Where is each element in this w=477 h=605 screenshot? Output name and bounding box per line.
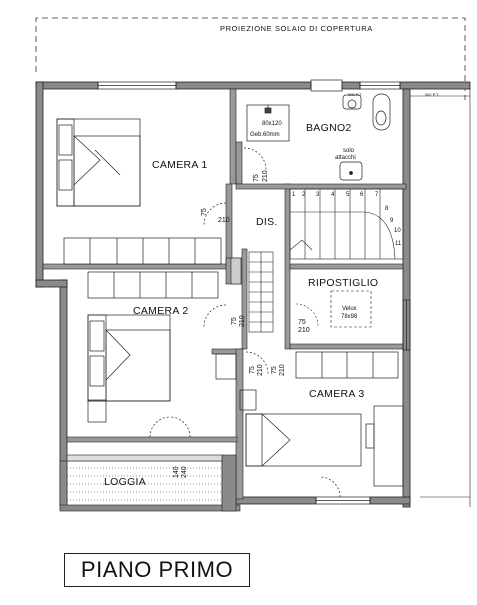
door-dim-2h: 210 [262, 170, 269, 182]
projection-label: PROIEZIONE SOLAIO DI COPERTURA [220, 24, 373, 33]
bottom-window [315, 496, 371, 505]
svg-text:4: 4 [331, 192, 335, 198]
door-dim-4: 75 [231, 317, 238, 325]
wc-1 [342, 94, 362, 110]
velux-window [330, 290, 372, 328]
camera1-wardrobe [63, 237, 222, 265]
svg-text:9: 9 [390, 218, 394, 224]
shower-size: 80x120 [262, 121, 282, 127]
solo-attacchi-2: attacchi [335, 155, 356, 161]
door-dim-6h: 210 [279, 364, 286, 376]
stair-step-numbers: 1 2 3 4 5 6 7 8 9 10 11 [292, 192, 402, 247]
svg-text:10: 10 [394, 228, 401, 234]
svg-text:5: 5 [346, 192, 350, 198]
bagno2-fixtures [243, 93, 391, 181]
staircase-lower [230, 251, 274, 333]
camera1-furniture [56, 118, 227, 265]
plan-title: PIANO PRIMO [80, 557, 234, 582]
room-label-camera1: CAMERA 1 [152, 159, 208, 171]
roof-projection-line [35, 17, 466, 100]
right-exterior-strip [410, 88, 471, 507]
svg-text:11: 11 [395, 241, 402, 247]
room-label-camera2: CAMERA 2 [133, 305, 189, 317]
solo-attacchi-1: solo [343, 148, 355, 154]
washbasin [339, 161, 363, 181]
camera2-furniture [87, 271, 227, 438]
interior-walls [42, 88, 407, 500]
svg-text:2: 2 [302, 192, 306, 198]
wc-label-left: WC P.T. [348, 92, 362, 97]
svg-text:8: 8 [385, 206, 389, 212]
svg-text:1: 1 [292, 192, 296, 198]
door-dim-5: 75 [249, 366, 256, 374]
door-dim-1h: 210 [218, 217, 230, 224]
room-label-loggia: LOGGIA [104, 476, 146, 488]
door-dim-3: 75 [298, 319, 306, 326]
camera1-bed [56, 118, 141, 207]
loggia-area [59, 454, 241, 512]
right-window [402, 299, 411, 351]
ripostiglio-details [295, 290, 372, 328]
velux-label: Velux [342, 306, 357, 312]
door-dim-4h: 210 [239, 315, 246, 327]
plan-title-box: PIANO PRIMO [64, 553, 250, 587]
velux-size: 78x98 [341, 314, 358, 320]
door-dim-1: 75 [201, 208, 208, 216]
door-dim-5h: 210 [257, 364, 264, 376]
wc-2 [372, 93, 391, 131]
door-dim-2: 75 [253, 174, 260, 182]
loggia-door-w: 140 [173, 466, 180, 478]
shower-spec: Geb.60mm [250, 132, 280, 138]
door-dim-3h: 210 [298, 327, 310, 334]
svg-text:6: 6 [360, 192, 364, 198]
room-label-ripostiglio: RIPOSTIGLIO [308, 277, 378, 289]
loggia-door-h: 240 [181, 466, 188, 478]
staircase-upper [289, 188, 404, 260]
camera2-bed [87, 314, 171, 402]
camera3-bed [245, 413, 362, 467]
camera3-furniture [215, 351, 404, 498]
svg-text:7: 7 [375, 192, 379, 198]
svg-text:3: 3 [316, 192, 320, 198]
room-label-camera3: CAMERA 3 [309, 388, 365, 400]
top-windows [97, 79, 401, 92]
room-label-dis: DIS. [256, 216, 278, 228]
wc-label-right: WC P.T. [425, 92, 439, 97]
door-dim-6: 75 [271, 366, 278, 374]
camera2-wardrobe [87, 271, 219, 299]
room-label-bagno2: BAGNO2 [306, 122, 352, 134]
